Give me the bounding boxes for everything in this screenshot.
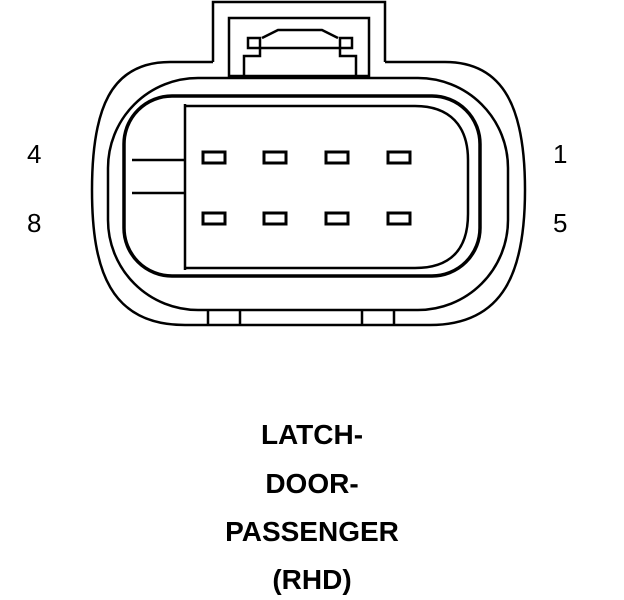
pin-cavity [386,150,412,165]
pin-label-4: 4 [27,139,41,169]
pin-label-8: 8 [27,208,41,238]
pin-cavity [262,150,288,165]
pin-cavity [324,150,350,165]
face-inner-outline [185,104,470,270]
pin-label-5: 5 [553,208,567,238]
caption-line-2: DOOR- [265,468,359,499]
pin-label-1: 1 [553,139,567,169]
connector-diagram: 4 8 1 5 [27,0,567,327]
bottom-key-ribs [206,310,396,325]
pin-cavity [324,211,350,226]
pin-cavity [386,211,412,226]
caption-line-3: PASSENGER [225,516,399,547]
latch-lock-right [338,36,354,50]
latch-tab [242,46,358,76]
face-left-partition [132,104,187,270]
pin-cavity [201,211,227,226]
latch-lock-left [246,36,262,50]
caption-line-4: (RHD) [272,564,352,595]
cavity-group [201,150,412,226]
latch-housing [211,0,387,62]
connector-inner-shell [106,76,510,312]
pin-cavity [262,211,288,226]
latch-step [261,28,339,40]
latch-window [227,16,371,78]
connector-face [122,94,482,278]
connector-outer-shell [90,60,527,327]
caption-line-1: LATCH- [260,419,364,450]
pin-cavity [201,150,227,165]
